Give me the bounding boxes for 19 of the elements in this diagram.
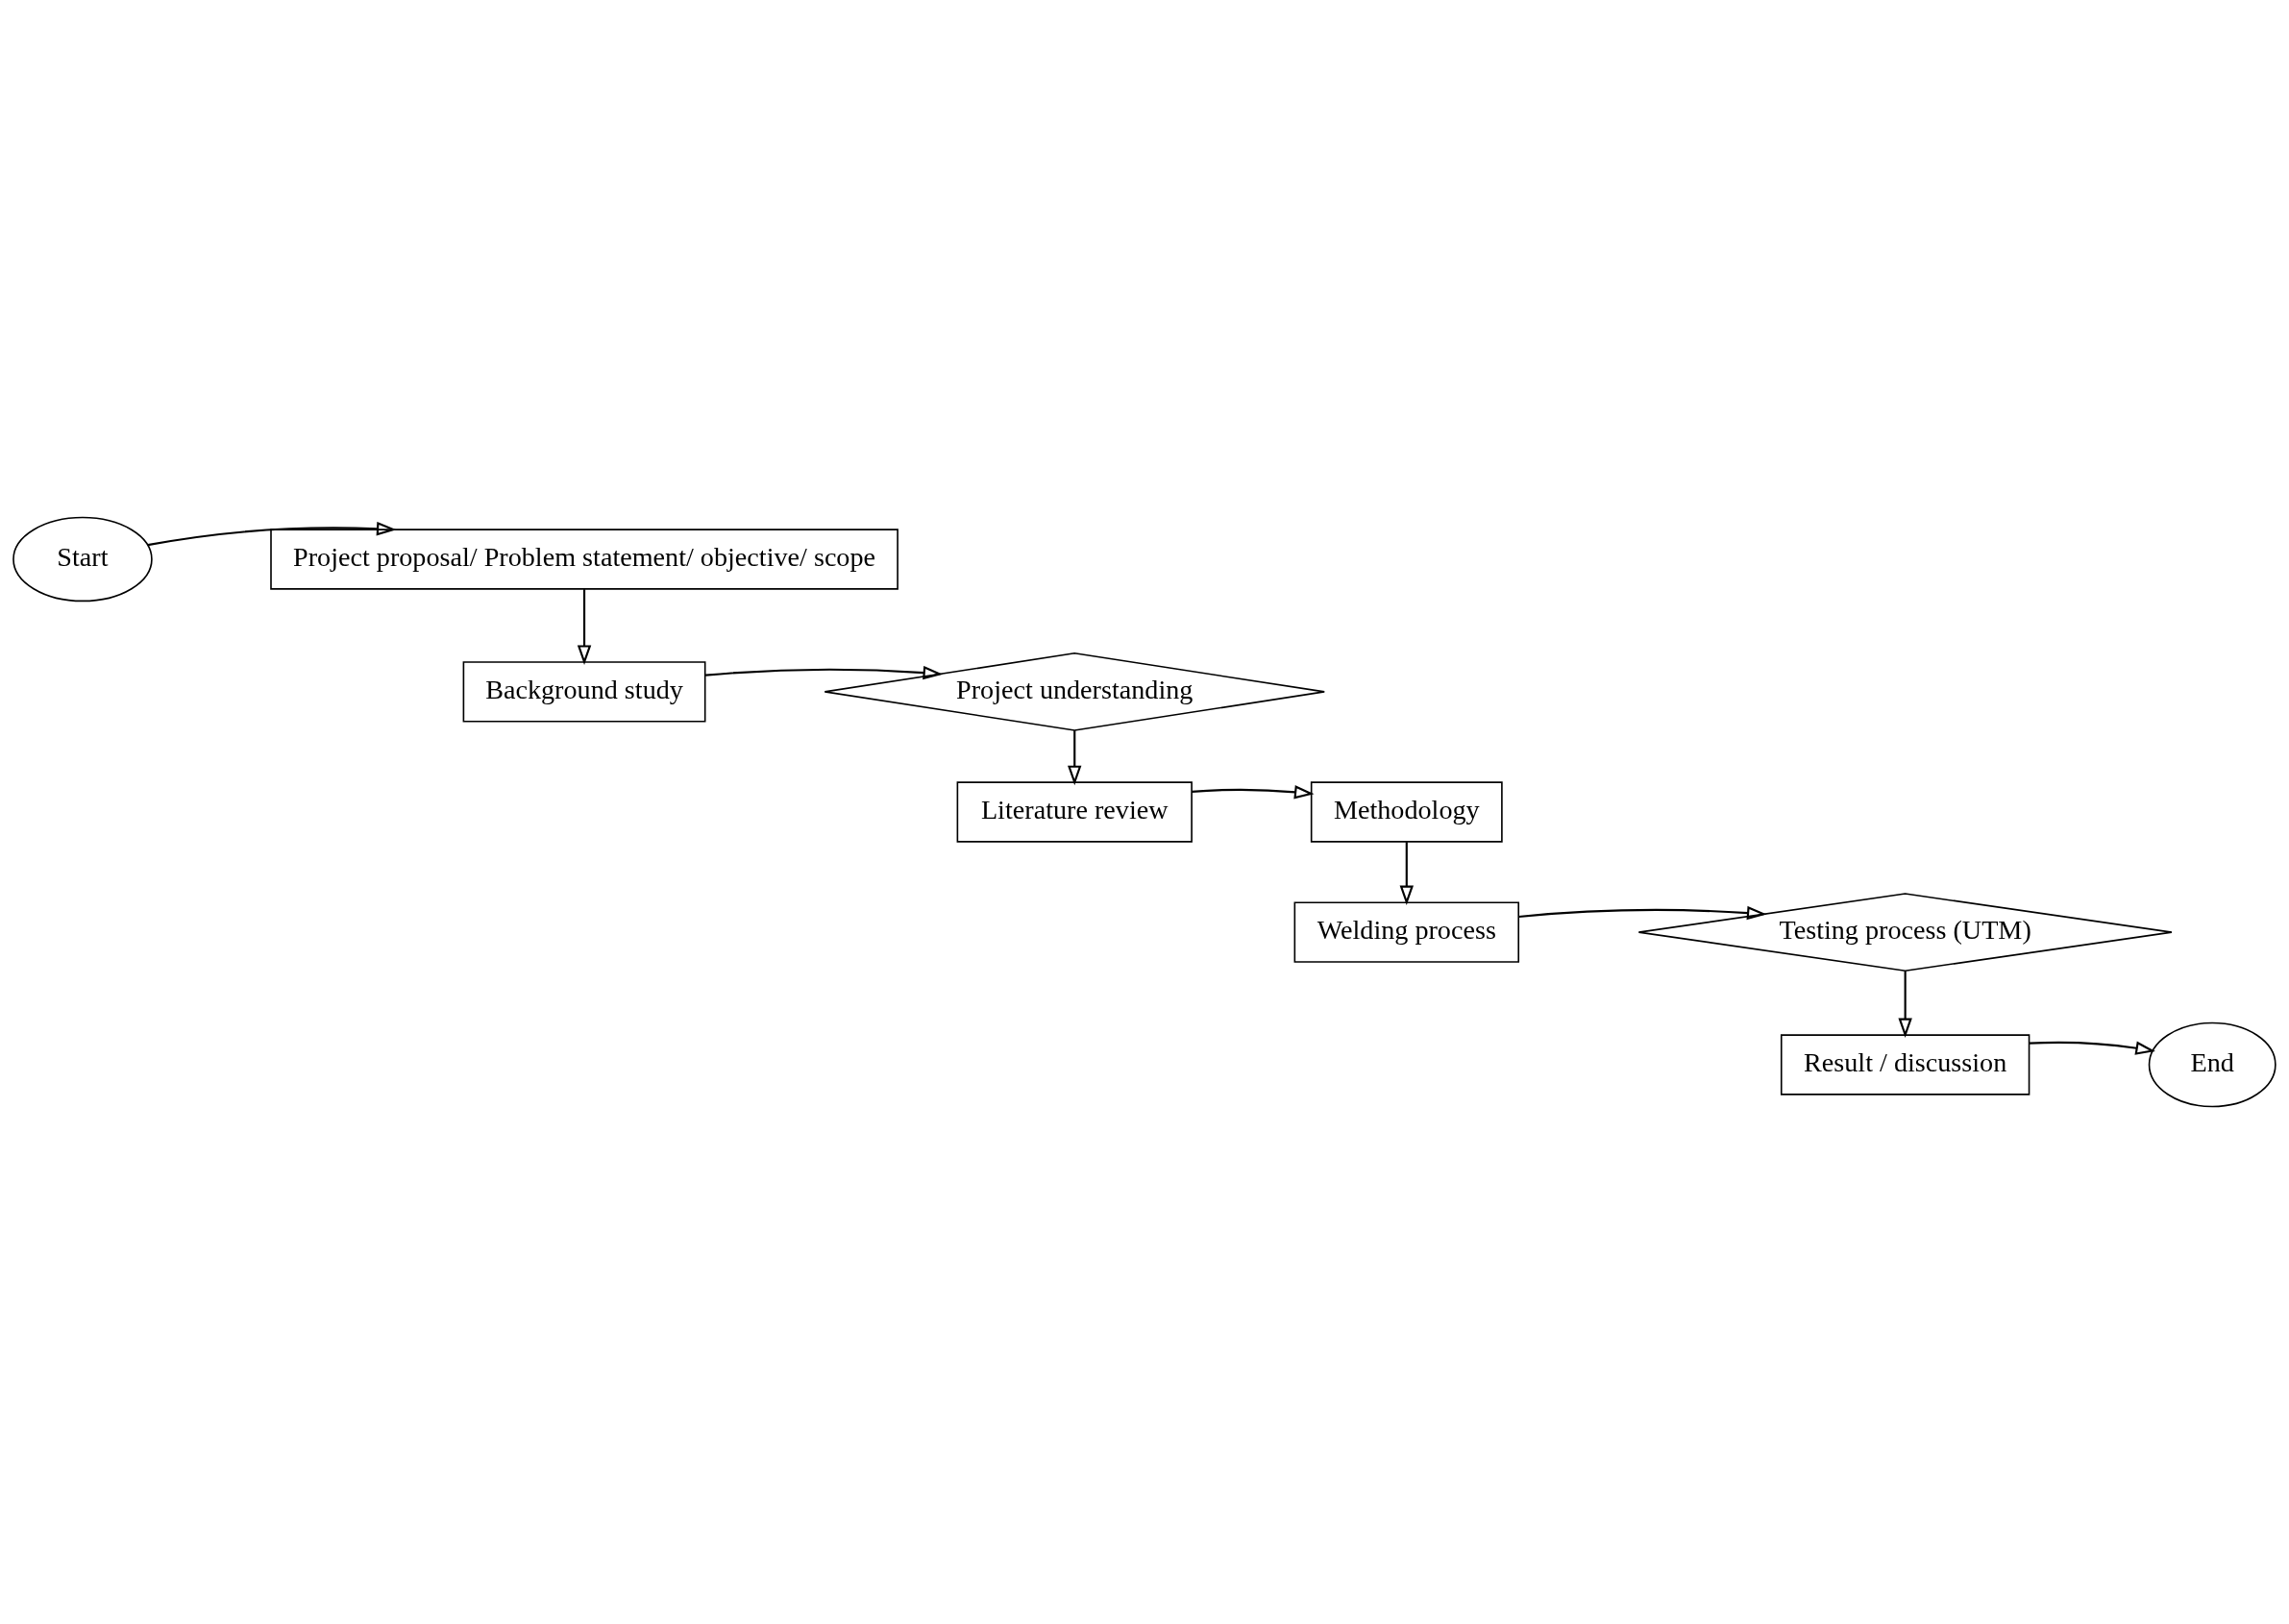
node-box: Background study: [462, 661, 706, 723]
node-ellipse: Start: [12, 516, 153, 603]
arrow: [147, 522, 397, 547]
arrow: [1068, 730, 1082, 786]
node-box: Literature review: [956, 781, 1193, 843]
arrow: [705, 665, 944, 680]
node-box: Welding process: [1293, 901, 1520, 963]
node-box: Methodology: [1310, 781, 1503, 843]
node-diamond: Testing process (UTM): [1637, 893, 2173, 972]
arrow: [1898, 971, 1912, 1039]
node-diamond: Project understanding: [824, 652, 1325, 731]
node-box: Project proposal/ Problem statement/ objective/ scope: [270, 529, 898, 590]
node-box: Result / discussion: [1780, 1034, 2031, 1095]
node-ellipse: End: [2148, 1021, 2277, 1108]
arrow: [1518, 905, 1767, 921]
arrow: [1192, 785, 1315, 800]
arrow: [2029, 1041, 2155, 1055]
arrow: [577, 589, 592, 666]
arrow: [1399, 842, 1414, 906]
